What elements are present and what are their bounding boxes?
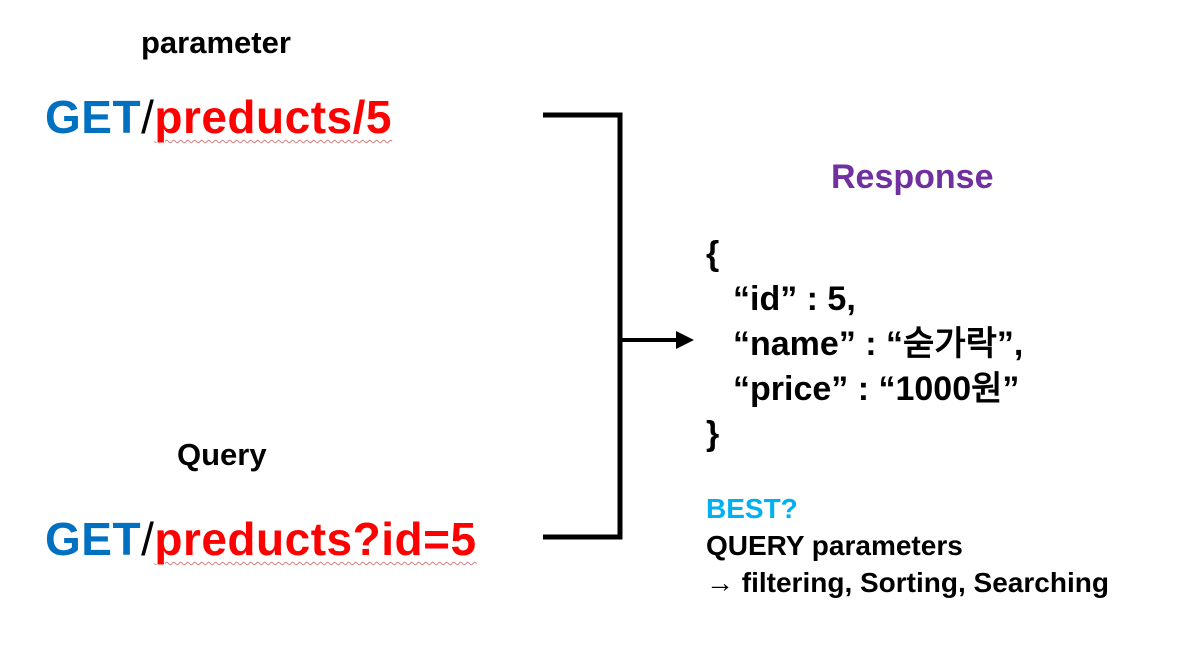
json-line-price: “price” : “1000원” xyxy=(733,370,1020,408)
http-method: GET xyxy=(45,91,142,143)
query-label: Query xyxy=(177,437,267,472)
http-method: GET xyxy=(45,513,142,565)
connector-bracket xyxy=(543,112,623,540)
json-line-id: “id” : 5, xyxy=(733,280,856,318)
query-request-url: GET/preducts?id=5 xyxy=(45,512,477,566)
json-line-name: “name” : “숟가락”, xyxy=(733,325,1024,363)
url-separator: / xyxy=(141,91,155,143)
param-request-url: GET/preducts/5 xyxy=(45,90,392,144)
best-question: BEST? xyxy=(706,493,798,524)
json-close-brace: } xyxy=(706,415,720,453)
best-line-query-parameters: QUERY parameters xyxy=(706,530,963,561)
json-open-brace: { xyxy=(706,235,720,273)
url-separator: / xyxy=(141,513,155,565)
best-practice-note: BEST? QUERY parameters → filtering, Sort… xyxy=(706,490,1109,601)
response-body: { “id” : 5, “name” : “숟가락”, “price” : “1… xyxy=(706,232,1023,457)
best-line-uses: → filtering, Sorting, Searching xyxy=(706,567,1109,598)
response-title: Response xyxy=(831,158,994,196)
arrow-head-icon xyxy=(676,331,694,349)
url-path: preducts/5 xyxy=(154,91,392,143)
url-path: preducts?id=5 xyxy=(154,513,477,565)
parameter-label: parameter xyxy=(141,25,291,60)
